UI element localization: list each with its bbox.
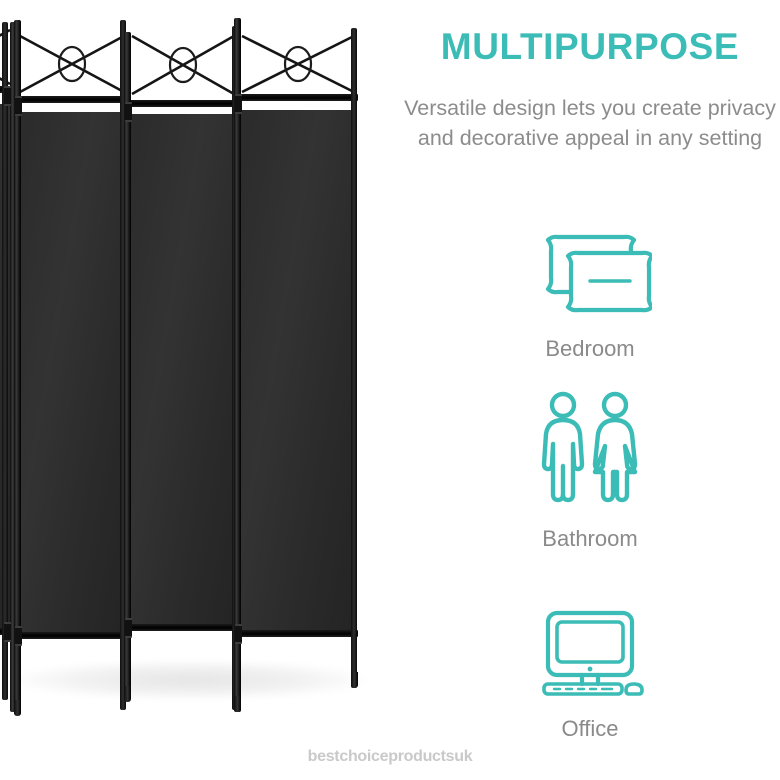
divider-panel-partial xyxy=(0,0,17,712)
frame-post xyxy=(351,28,357,688)
divider-panel-3 xyxy=(234,0,358,712)
desktop-computer-icon xyxy=(400,608,780,700)
feature-label-bedroom: Bedroom xyxy=(545,336,635,361)
frame-post xyxy=(124,32,131,700)
panel-hinge xyxy=(15,626,22,646)
bottom-rail xyxy=(16,632,128,639)
panel-hinge xyxy=(125,618,132,638)
feature-item-bedroom: Bedroom xyxy=(400,228,780,368)
leg-foot xyxy=(14,700,21,716)
fabric-panel xyxy=(20,112,124,632)
frame-post xyxy=(10,22,17,712)
divider-panel-1 xyxy=(14,0,128,716)
top-rail xyxy=(128,100,238,107)
divider-panel-2 xyxy=(124,0,239,710)
leg-foot xyxy=(234,696,241,712)
feature-list: Bedroom Bathro xyxy=(400,228,780,758)
watermark-text: bestchoiceproductsuk xyxy=(307,748,473,765)
leg-foot xyxy=(351,672,358,688)
subtitle-text: Versatile design lets you create privacy… xyxy=(404,96,776,150)
scrollwork-icon xyxy=(131,34,235,96)
panel-hinge xyxy=(125,102,132,122)
feature-label-bathroom: Bathroom xyxy=(542,526,638,551)
fabric-panel xyxy=(131,114,235,626)
folding-room-divider xyxy=(0,0,370,716)
panel-hinge xyxy=(235,94,242,114)
panel-hinge xyxy=(15,96,22,116)
panel-hinge xyxy=(235,624,242,644)
bottom-rail xyxy=(128,624,238,631)
fabric-panel xyxy=(241,110,353,632)
frame-post xyxy=(120,20,126,710)
product-photo-pane xyxy=(0,0,370,716)
feature-label-office: Office xyxy=(561,716,619,741)
frame-post xyxy=(2,22,8,700)
frame-post xyxy=(14,20,21,715)
marketing-copy-pane: MULTIPURPOSE Versatile design lets you c… xyxy=(400,0,780,780)
top-rail xyxy=(16,96,128,103)
floor-shadow xyxy=(10,660,370,700)
leg-foot xyxy=(124,686,131,702)
panel-hinge xyxy=(4,622,11,642)
scrollwork-icon xyxy=(241,34,355,94)
bottom-rail xyxy=(238,630,358,637)
page-title: MULTIPURPOSE xyxy=(440,26,740,67)
feature-item-bathroom: Bathroom xyxy=(400,390,780,580)
frame-post xyxy=(234,18,241,712)
feature-item-office: Office xyxy=(400,608,780,758)
panel-hinge xyxy=(4,86,11,106)
pillows-icon xyxy=(400,228,780,320)
top-rail xyxy=(238,94,358,101)
scrollwork-icon xyxy=(19,34,125,94)
restroom-figures-icon xyxy=(400,390,780,508)
